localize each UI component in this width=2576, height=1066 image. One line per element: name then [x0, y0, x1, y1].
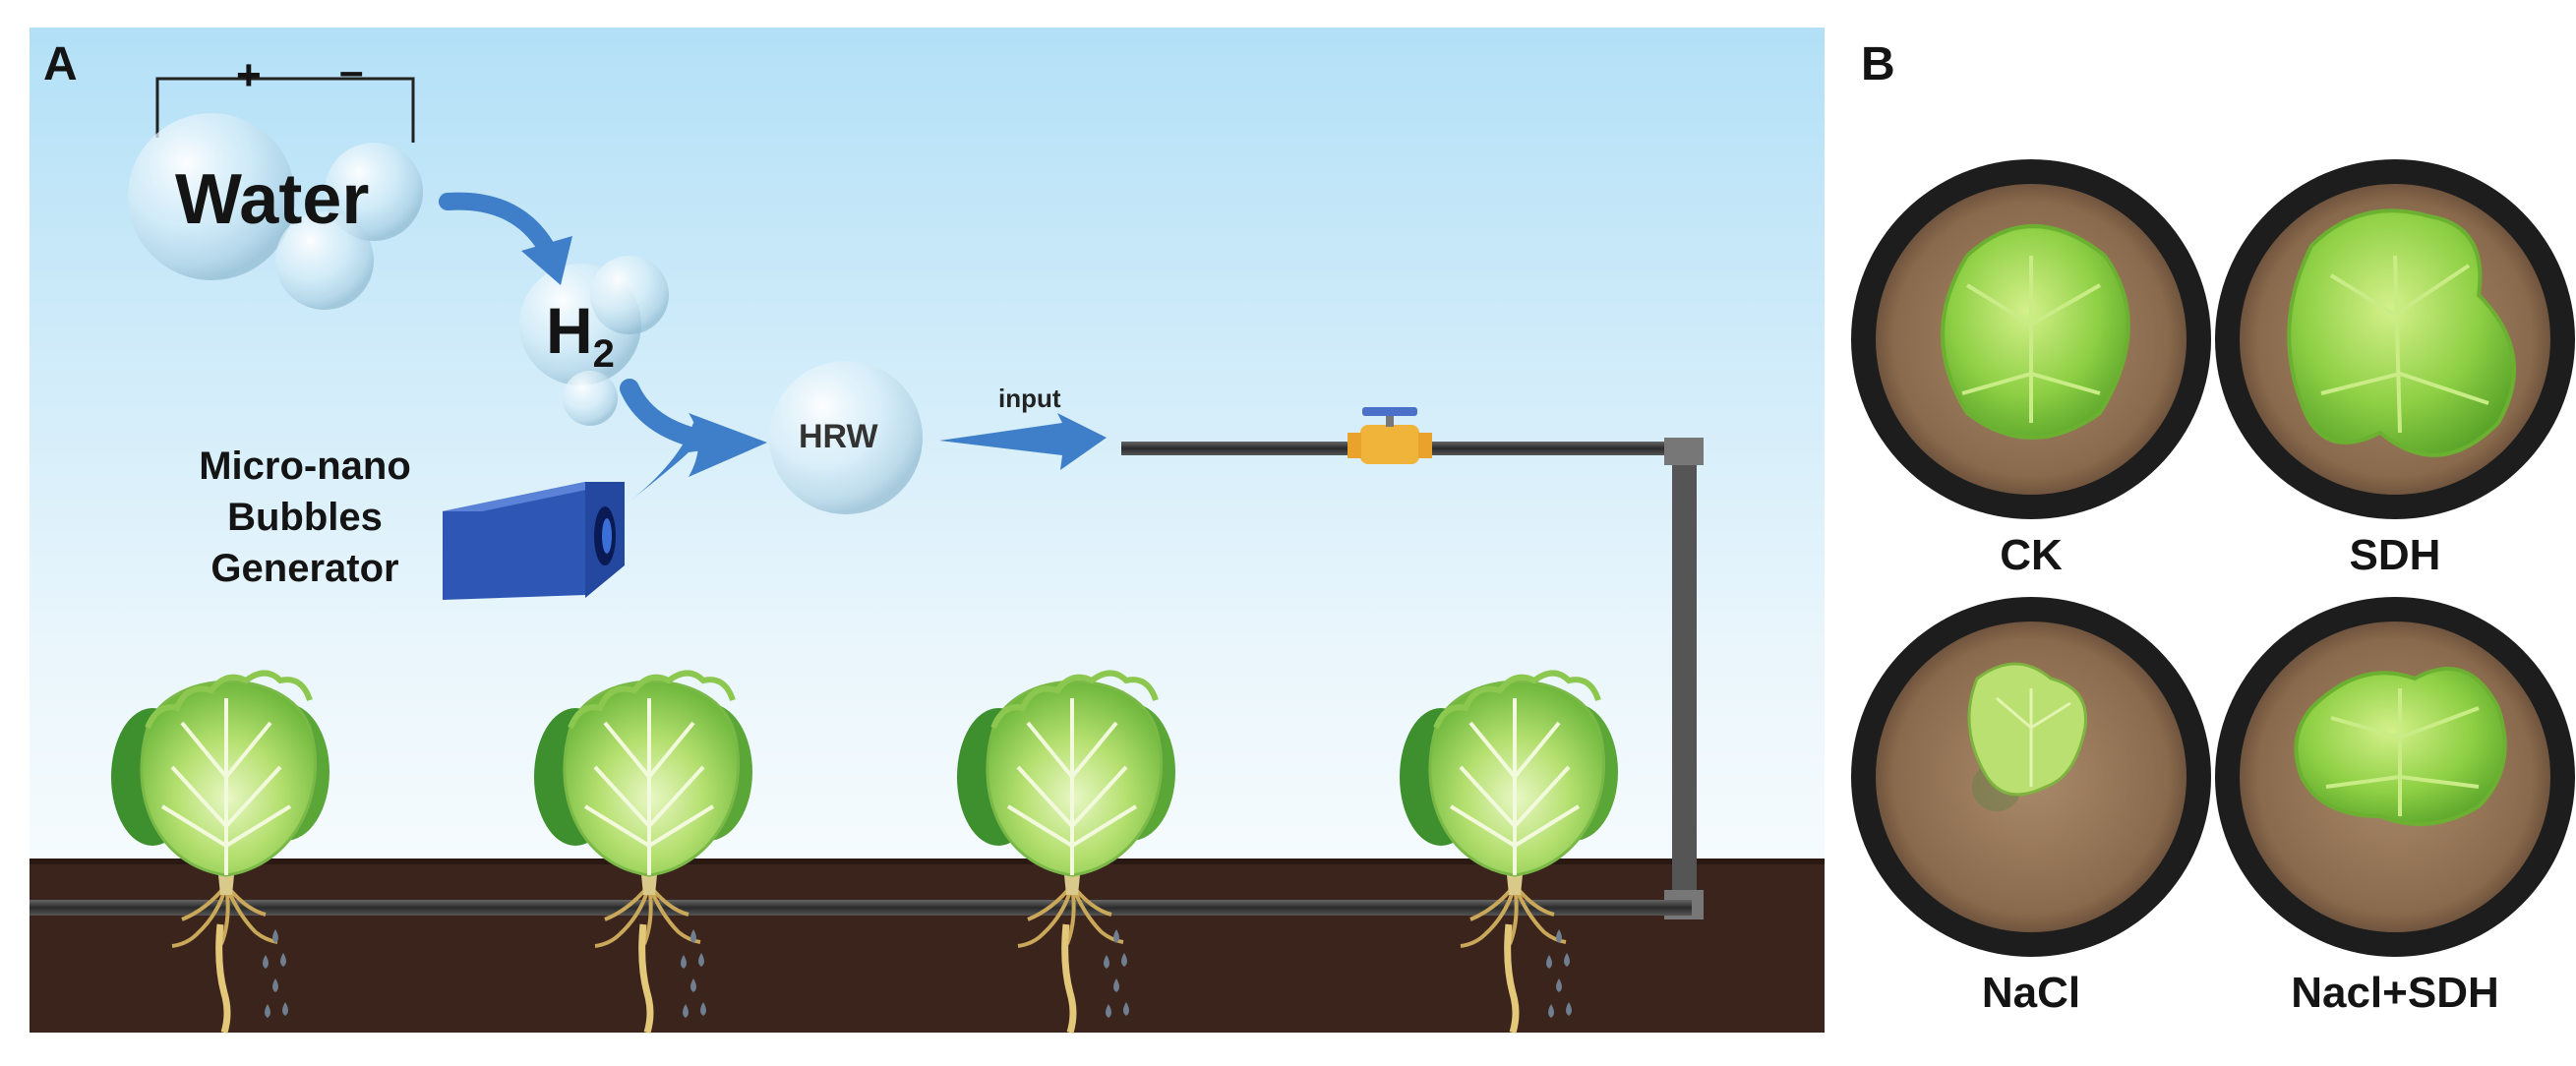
valve-icon [1348, 407, 1432, 464]
electrode-plus: + [236, 51, 262, 99]
pot-label-nacl: NaCl [1981, 969, 2081, 1017]
micro-nano-bubbles-generator [443, 482, 625, 600]
generator-label: Micro-nano Bubbles Generator [148, 441, 462, 594]
water-label: Water [175, 160, 370, 239]
panel-a-graphics [30, 28, 1825, 1066]
pot-nacl [1851, 597, 2211, 957]
pot-label-sdh: SDH [2349, 531, 2441, 579]
input-label: input [998, 384, 1061, 413]
pot-label-ck: CK [2000, 531, 2063, 579]
hrw-label: HRW [799, 418, 878, 455]
pot-ck [1851, 159, 2211, 519]
pot-label-nacl-sdh: Nacl+SDH [2291, 969, 2499, 1017]
water-bubble-bottom [275, 211, 374, 310]
h2-bubble-tiny [563, 371, 618, 426]
drip-pipe [30, 900, 1692, 916]
h2-label: H2 [546, 293, 615, 377]
arrow-water-to-h2 [439, 192, 560, 265]
panel-a-letter: A [43, 38, 78, 90]
generator-label-line-1: Micro-nano [199, 444, 411, 488]
hrw-bubble [769, 361, 923, 514]
soil [30, 859, 1825, 1033]
electrode-wire [155, 77, 415, 143]
vertical-pipe [1672, 442, 1697, 909]
h2-main: H [546, 294, 593, 367]
h2-bubble-small [590, 256, 669, 334]
panel-b-letter: B [1861, 38, 1895, 90]
pot-nacl-sdh [2215, 597, 2575, 957]
panel-b-graphics [1851, 159, 2575, 957]
water-bubble-right [325, 143, 423, 241]
h2-subscript: 2 [592, 332, 615, 377]
water-bubble-large [128, 113, 295, 280]
pot-sdh [2215, 159, 2575, 519]
arrow-hrw-to-pipe [939, 413, 1107, 470]
panel-a-irrigation-diagram: A + – Water H2 HRW input Micro-nano Bubb… [30, 28, 1825, 1066]
electrode-minus: – [339, 47, 364, 95]
generator-label-line-2: Bubbles [227, 496, 383, 539]
panel-b-lettuce-photos: B CK SDH NaCl Nacl+SDH [1849, 0, 2576, 1066]
generator-label-line-3: Generator [210, 547, 399, 590]
